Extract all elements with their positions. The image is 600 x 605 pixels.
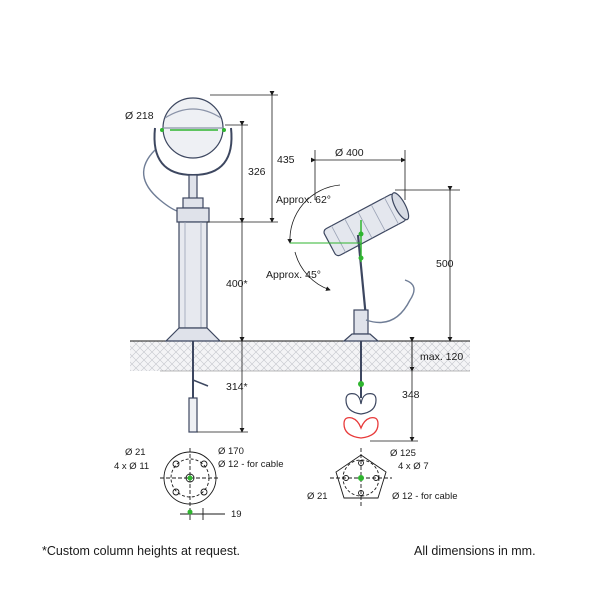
left-height-total-label: 435	[277, 154, 295, 166]
right-dimensions	[287, 150, 460, 442]
right-holes-label: 4 x Ø 7	[398, 461, 429, 472]
green-marker	[358, 255, 364, 261]
left-height-head-label: 326	[248, 166, 266, 178]
left-lamp-diameter-label: Ø 218	[125, 110, 154, 122]
green-marker	[187, 509, 193, 515]
right-bolt-diameter-label: Ø 21	[307, 491, 328, 502]
units-note: All dimensions in mm.	[414, 544, 536, 558]
max-depth-label: max. 120	[420, 351, 463, 363]
left-cable-hole-label: Ø 12 - for cable	[218, 459, 283, 470]
right-cable-hole-label: Ø 12 - for cable	[392, 491, 457, 502]
green-marker	[358, 231, 364, 237]
right-circle-diameter-label: Ø 125	[390, 448, 416, 459]
left-bolt-diameter-label: Ø 21	[125, 447, 146, 458]
tilt-up-label: Approx. 62°	[276, 194, 331, 206]
tilt-down-label: Approx. 45°	[266, 269, 321, 281]
left-offset-label: 19	[231, 509, 242, 520]
right-buried-label: 348	[402, 389, 420, 401]
custom-heights-note: *Custom column heights at request.	[42, 544, 240, 558]
left-circle-diameter-label: Ø 170	[218, 446, 244, 457]
right-lamp-diameter-label: Ø 400	[335, 147, 364, 159]
green-marker	[222, 128, 226, 132]
red-anchor-alt	[343, 416, 379, 439]
green-marker	[187, 475, 193, 481]
right-height-label: 500	[436, 258, 454, 270]
ground-section	[130, 340, 470, 372]
buried-depth-label: 314*	[226, 381, 248, 393]
green-marker	[358, 381, 364, 387]
right-lamp	[323, 192, 415, 415]
left-holes-label: 4 x Ø 11	[114, 461, 149, 472]
left-dimensions	[197, 91, 278, 433]
left-base-plan	[160, 448, 225, 520]
column-height-label: 400*	[226, 278, 248, 290]
left-lamp	[142, 97, 233, 433]
green-marker	[160, 128, 164, 132]
green-marker	[358, 475, 364, 481]
